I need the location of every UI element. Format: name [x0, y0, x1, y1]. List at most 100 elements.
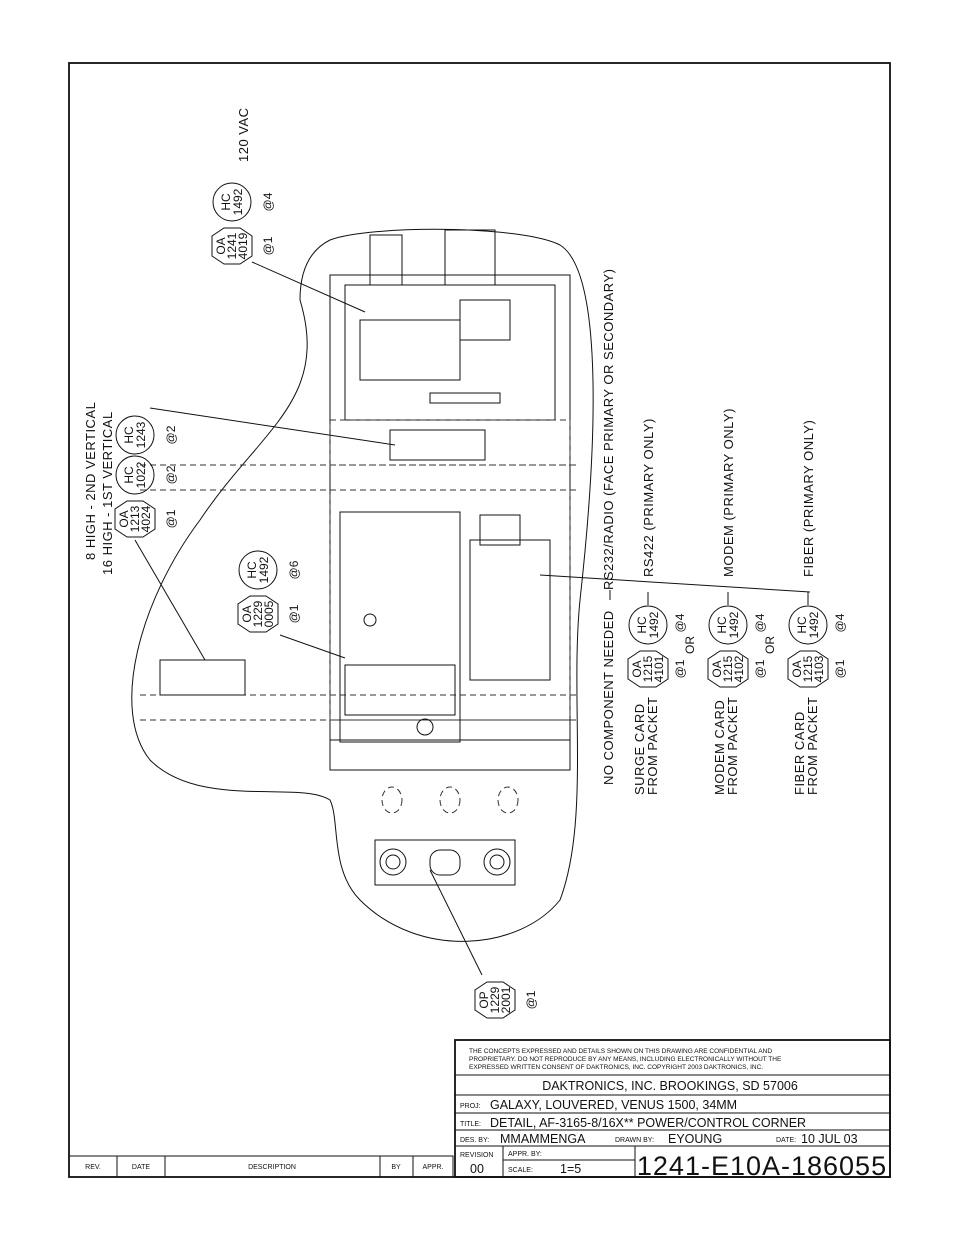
- drawing-label: HC: [122, 466, 136, 484]
- octagon-symbol: [211, 227, 253, 265]
- drawing-label: HC: [635, 616, 649, 634]
- drawing-line: [115, 415, 155, 455]
- drawing-label: PROPRIETARY. DO NOT REPRODUCE BY ANY MEA…: [469, 1056, 782, 1063]
- project-name: GALAXY, LOUVERED, VENUS 1500, 34MM: [490, 1098, 737, 1112]
- drawing-line: [114, 500, 156, 538]
- rs232-header: RS232/RADIO (FACE PRIMARY OR SECONDARY): [601, 269, 616, 590]
- drawing-label: FIBER CARD: [792, 711, 807, 795]
- drawing-label: FROM PACKET: [805, 697, 820, 795]
- drawing-label: @1: [261, 236, 275, 255]
- drawing-line: [483, 848, 511, 876]
- drawing-label: 4102: [732, 655, 746, 682]
- drawing-line: [115, 455, 155, 495]
- drawing-label: TITLE:: [460, 1121, 481, 1128]
- drawing-label: @4: [833, 613, 847, 632]
- drawing-line: [429, 849, 461, 876]
- callout-power: OA 1241 4019 HC 1492 @1 @4 120 VAC: [211, 107, 275, 265]
- rs422-header: RS422 (PRIMARY ONLY): [641, 418, 656, 577]
- drawing-line: [369, 234, 403, 286]
- drawing-line: [627, 650, 669, 688]
- drawing-label: SCALE:: [508, 1167, 533, 1174]
- drawing-label: 1243: [134, 421, 148, 448]
- no-component-note: NO COMPONENT NEEDED: [601, 610, 616, 785]
- option-fiber-card: OA 1215 4103 HC 1492 @1 @4 FIBER CARD FR…: [787, 605, 847, 795]
- drawing-label: HC: [795, 616, 809, 634]
- drawing-label: DES. BY:: [460, 1137, 489, 1144]
- drawing-label: @1: [833, 659, 847, 678]
- drawing-label: 8 HIGH - 2ND VERTICAL: [83, 402, 98, 560]
- drawing-label: 1229: [251, 600, 265, 627]
- drawing-label: SURGE CARD: [632, 703, 647, 795]
- drawing-label: 1492: [807, 611, 821, 638]
- drawing-line: [149, 407, 396, 446]
- drawing-line: [329, 739, 571, 771]
- drawing-label: 16 HIGH - 1ST VERTICAL: [100, 411, 115, 575]
- drawing-label: 1213: [128, 505, 142, 532]
- drawing-label: @1: [164, 509, 178, 528]
- revision-table: REV. DATE DESCRIPTION BY APPR.: [68, 1155, 454, 1178]
- drawing-label: OA: [710, 660, 724, 677]
- drawing-label: 1022: [134, 461, 148, 488]
- callout-plate: OP 1229 2001 @1: [474, 981, 538, 1019]
- modem-header: MODEM (PRIMARY ONLY): [721, 408, 736, 577]
- drawing-label: HC: [715, 616, 729, 634]
- drawing-label: 1229: [488, 986, 502, 1013]
- callout-controller: OA 1229 0005 HC 1492 @1 @6: [237, 550, 301, 633]
- drawing-date: 10 JUL 03: [801, 1132, 858, 1146]
- drawing-line: [707, 650, 749, 688]
- drawing-line: [329, 274, 571, 771]
- drawing-label: DESCRIPTION: [248, 1164, 296, 1171]
- detail-outline: [131, 228, 594, 942]
- drawing-label: 1492: [231, 188, 245, 215]
- drawing-label: 4024: [139, 505, 153, 532]
- drawing-label: 1492: [727, 611, 741, 638]
- drawing-label: REV.: [85, 1164, 101, 1171]
- drawing-line: [708, 605, 748, 645]
- drawing-line: [489, 854, 505, 870]
- callout-sensor: OA 1213 4024 HC 1022 HC 1243 @1 @2 @2 8 …: [83, 402, 178, 575]
- drawing-label: @4: [261, 192, 275, 211]
- drawing-label: EXPRESSED WRITTEN CONSENT OF DAKTRONICS,…: [469, 1064, 763, 1071]
- drawing-label: OA: [630, 660, 644, 677]
- cabinet: [140, 229, 580, 886]
- option-card: [469, 539, 551, 681]
- drawing-label: PROJ:: [460, 1103, 481, 1110]
- drawing-label: 120 VAC: [236, 107, 251, 162]
- confidential-notice: THE CONCEPTS EXPRESSED AND DETAILS SHOWN…: [469, 1048, 772, 1055]
- drawing-line: [344, 664, 456, 716]
- fiber-header: FIBER (PRIMARY ONLY): [801, 420, 816, 577]
- option-modem-card: OA 1215 4102 HC 1492 @1 @4 OR MODEM CARD…: [707, 605, 777, 795]
- drawing-label: OA: [117, 510, 131, 527]
- drafter: EYOUNG: [668, 1132, 722, 1146]
- drawing-label: HC: [122, 426, 136, 444]
- drawing-line: [344, 284, 556, 421]
- drawing-label: 2001: [499, 986, 513, 1013]
- drawing-label: @2: [164, 425, 178, 444]
- drawing-line: [389, 429, 486, 461]
- drawing-line: [788, 605, 828, 645]
- option-surge-card: OA 1215 4101 HC 1492 @1 @4 OR SURGE CARD…: [627, 605, 697, 795]
- drawing-line: [628, 605, 668, 645]
- drawing-label: 4101: [652, 655, 666, 682]
- drawing-label: DATE:: [776, 1137, 796, 1144]
- drawing-line: [497, 786, 519, 814]
- drawing-label: 1492: [257, 556, 271, 583]
- drawing-label: 0005: [262, 600, 276, 627]
- drawing-label: OA: [240, 605, 254, 622]
- drawing-label: OA: [790, 660, 804, 677]
- drawing-label: OA: [214, 237, 228, 254]
- drawing-number: 1241-E10A-186055: [637, 1151, 887, 1181]
- drawing-label: HC: [219, 193, 233, 211]
- circle-symbol: [212, 182, 252, 222]
- drawing-line: [363, 613, 377, 627]
- drawing-line: [381, 786, 403, 814]
- drawing-label: @4: [753, 613, 767, 632]
- drawing-line: [385, 854, 401, 870]
- drawing-line: [134, 539, 206, 661]
- drawing-label: 1215: [721, 655, 735, 682]
- drawing-label: HC: [245, 561, 259, 579]
- drawing-label: 1215: [641, 655, 655, 682]
- drawing-label: FROM PACKET: [725, 697, 740, 795]
- drawing-label: FROM PACKET: [645, 697, 660, 795]
